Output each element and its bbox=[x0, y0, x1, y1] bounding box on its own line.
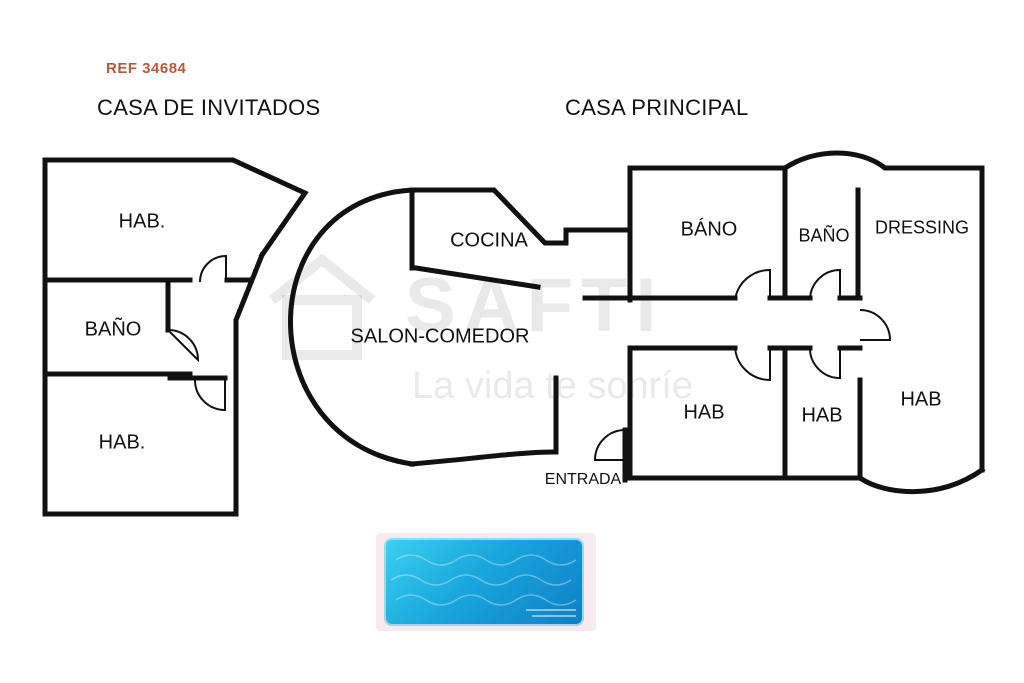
room-label-hab-b: HAB bbox=[801, 404, 843, 427]
room-label-entrada: ENTRADA bbox=[544, 471, 622, 488]
room-label-dressing: DRESSING bbox=[874, 217, 970, 238]
guest-house-title: CASA DE INVITADOS bbox=[97, 95, 321, 120]
swimming-pool bbox=[386, 540, 582, 624]
watermark-slogan: La vida te sonríe bbox=[412, 365, 693, 407]
room-label-bano-left: BÁNO bbox=[680, 218, 738, 241]
pool-water-ripples bbox=[390, 554, 577, 617]
room-label-salon-comedor: SALON-COMEDOR bbox=[350, 325, 530, 348]
room-label-bano-right: BAÑO bbox=[798, 225, 850, 246]
main-house-walls bbox=[288, 150, 986, 495]
main-house-title: CASA PRINCIPAL bbox=[565, 95, 749, 120]
room-label-bano-guest: BAÑO bbox=[84, 318, 142, 341]
watermark-brand: SAFTI bbox=[405, 263, 665, 348]
guest-house-walls bbox=[42, 157, 309, 517]
reference-number: REF 34684 bbox=[106, 60, 187, 77]
door-swings bbox=[169, 254, 892, 461]
room-label-hab-a: HAB bbox=[683, 401, 725, 424]
room-label-hab-bottom: HAB. bbox=[98, 431, 146, 454]
room-label-hab-top: HAB. bbox=[118, 210, 166, 233]
room-label-cocina: COCINA bbox=[450, 229, 528, 252]
watermark-house-icon bbox=[268, 253, 376, 360]
room-label-hab-c: HAB bbox=[900, 388, 942, 411]
